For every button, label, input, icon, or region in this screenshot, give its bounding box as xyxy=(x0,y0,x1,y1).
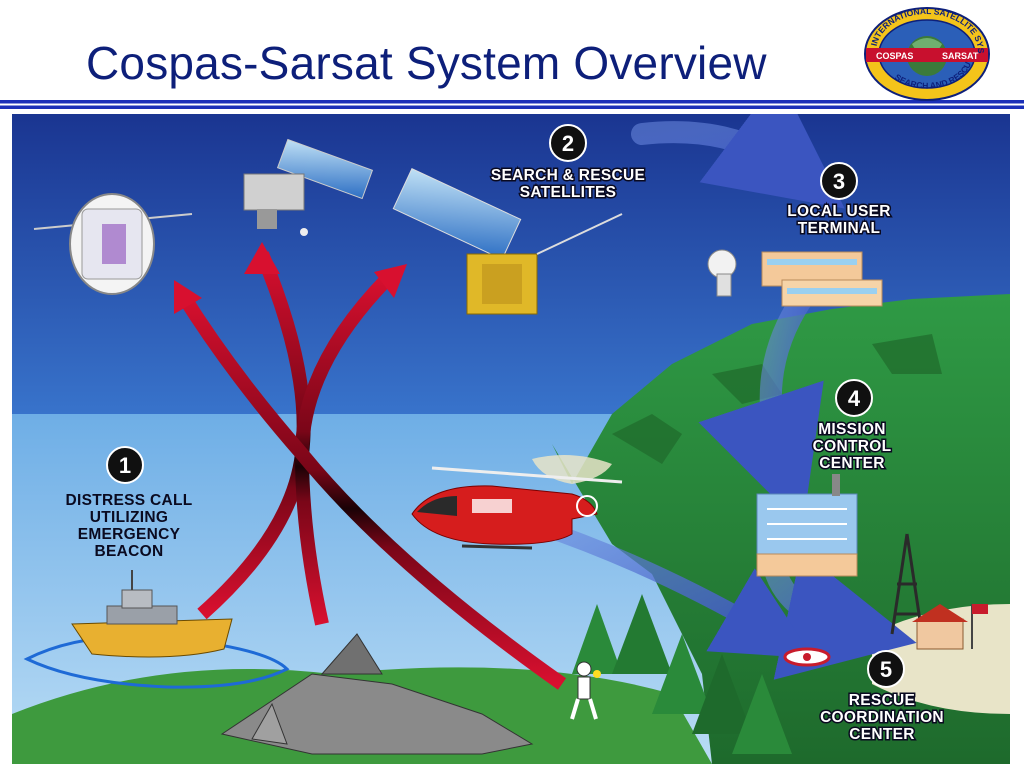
step-5-line-2: COORDINATION xyxy=(820,709,944,726)
step-1-line-3: EMERGENCY xyxy=(78,526,181,543)
step-1: 1 DISTRESS CALL UTILIZING EMERGENCY BEAC… xyxy=(65,446,192,560)
step-2-badge xyxy=(549,124,587,162)
step-4: 4 MISSION CONTROL CENTER xyxy=(811,379,893,474)
step-3-line-1: LOCAL USER xyxy=(787,203,890,220)
step-1-badge xyxy=(106,446,144,484)
step-5: 5 RESCUE COORDINATION CENTER xyxy=(819,650,945,745)
step-5-badge xyxy=(867,650,905,688)
ship-icon xyxy=(71,570,233,658)
crashed-plane-icon xyxy=(220,633,534,755)
step-5-line-3: CENTER xyxy=(849,726,915,743)
step-2-number: 2 xyxy=(562,131,574,156)
step-3-line-2: TERMINAL xyxy=(798,220,880,237)
forest-trees xyxy=(572,594,792,754)
distress-signal-arrows xyxy=(174,242,567,690)
step-2: 2 SEARCH & RESCUE SATELLITES xyxy=(489,124,646,203)
title-divider xyxy=(0,100,1024,109)
step-4-line-1: MISSION xyxy=(818,421,886,438)
step-1-line-1: DISTRESS CALL xyxy=(65,492,192,509)
rescue-helicopter-icon xyxy=(411,466,623,550)
local-user-terminal-building xyxy=(707,249,883,307)
page-title: Cospas-Sarsat System Overview xyxy=(86,37,767,89)
step-4-number: 4 xyxy=(848,386,861,411)
hill-shading xyxy=(612,334,942,574)
satellite-middle-icon xyxy=(243,138,374,236)
survivor-icon xyxy=(570,661,601,720)
cospas-sarsat-logo: COSPAS SARSAT INTERNATIONAL SATELLITE SY… xyxy=(858,0,992,102)
logo-band-left: COSPAS xyxy=(876,51,913,61)
step-4-line-3: CENTER xyxy=(819,455,885,472)
step-1-number: 1 xyxy=(119,453,131,478)
arrow-satellite-to-terminal xyxy=(631,114,845,209)
step-4-badge xyxy=(835,379,873,417)
step-1-line-2: UTILIZING xyxy=(90,509,168,526)
step-2-line-1: SEARCH & RESCUE xyxy=(491,167,645,184)
rescue-site xyxy=(783,533,988,667)
step-1-line-4: BEACON xyxy=(95,543,164,560)
satellite-right-icon xyxy=(392,168,623,315)
step-4-line-2: CONTROL xyxy=(813,438,892,455)
system-diagram: 1 DISTRESS CALL UTILIZING EMERGENCY BEAC… xyxy=(12,114,1010,764)
logo-band-right: SARSAT xyxy=(942,51,979,61)
step-2-line-2: SATELLITES xyxy=(520,184,617,201)
arrow-terminal-to-mission-control xyxy=(698,288,824,527)
step-5-number: 5 xyxy=(880,657,892,682)
satellite-left-icon xyxy=(33,193,193,295)
mission-control-building xyxy=(756,474,858,577)
step-3-number: 3 xyxy=(833,169,845,194)
step-3: 3 LOCAL USER TERMINAL xyxy=(786,162,892,239)
step-5-line-1: RESCUE xyxy=(849,692,915,709)
step-3-badge xyxy=(820,162,858,200)
